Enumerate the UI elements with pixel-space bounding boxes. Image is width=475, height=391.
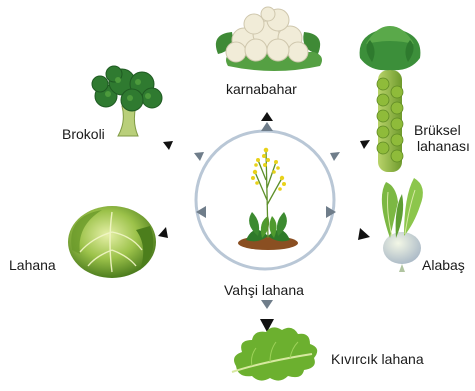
arrow-to-kale bbox=[260, 300, 274, 332]
kohlrabi-label: Alabaş bbox=[422, 257, 465, 273]
arrow-to-brussels bbox=[330, 140, 370, 161]
cabbage-label: Lahana bbox=[9, 257, 56, 273]
wild-cabbage-illustration bbox=[238, 148, 298, 250]
kale-label: Kıvırcık lahana bbox=[331, 351, 424, 367]
wild-cabbage-label: Vahşi lahana bbox=[224, 282, 304, 298]
kale-illustration bbox=[232, 327, 317, 380]
cauliflower-label: karnabahar bbox=[226, 81, 297, 97]
brussels-sprouts-label-line2: lahanası bbox=[417, 138, 470, 154]
brussels-sprouts-illustration bbox=[360, 26, 421, 172]
broccoli-label: Brokoli bbox=[62, 126, 105, 142]
cabbage-illustration bbox=[68, 206, 156, 278]
brussels-sprouts-label-line1: Brüksel bbox=[414, 122, 461, 138]
arrow-to-broccoli bbox=[163, 141, 204, 161]
arrow-to-kohlrabi bbox=[326, 206, 370, 240]
arrow-to-cauliflower bbox=[261, 112, 273, 131]
kohlrabi-illustration bbox=[382, 178, 423, 272]
cauliflower-illustration bbox=[216, 7, 322, 71]
